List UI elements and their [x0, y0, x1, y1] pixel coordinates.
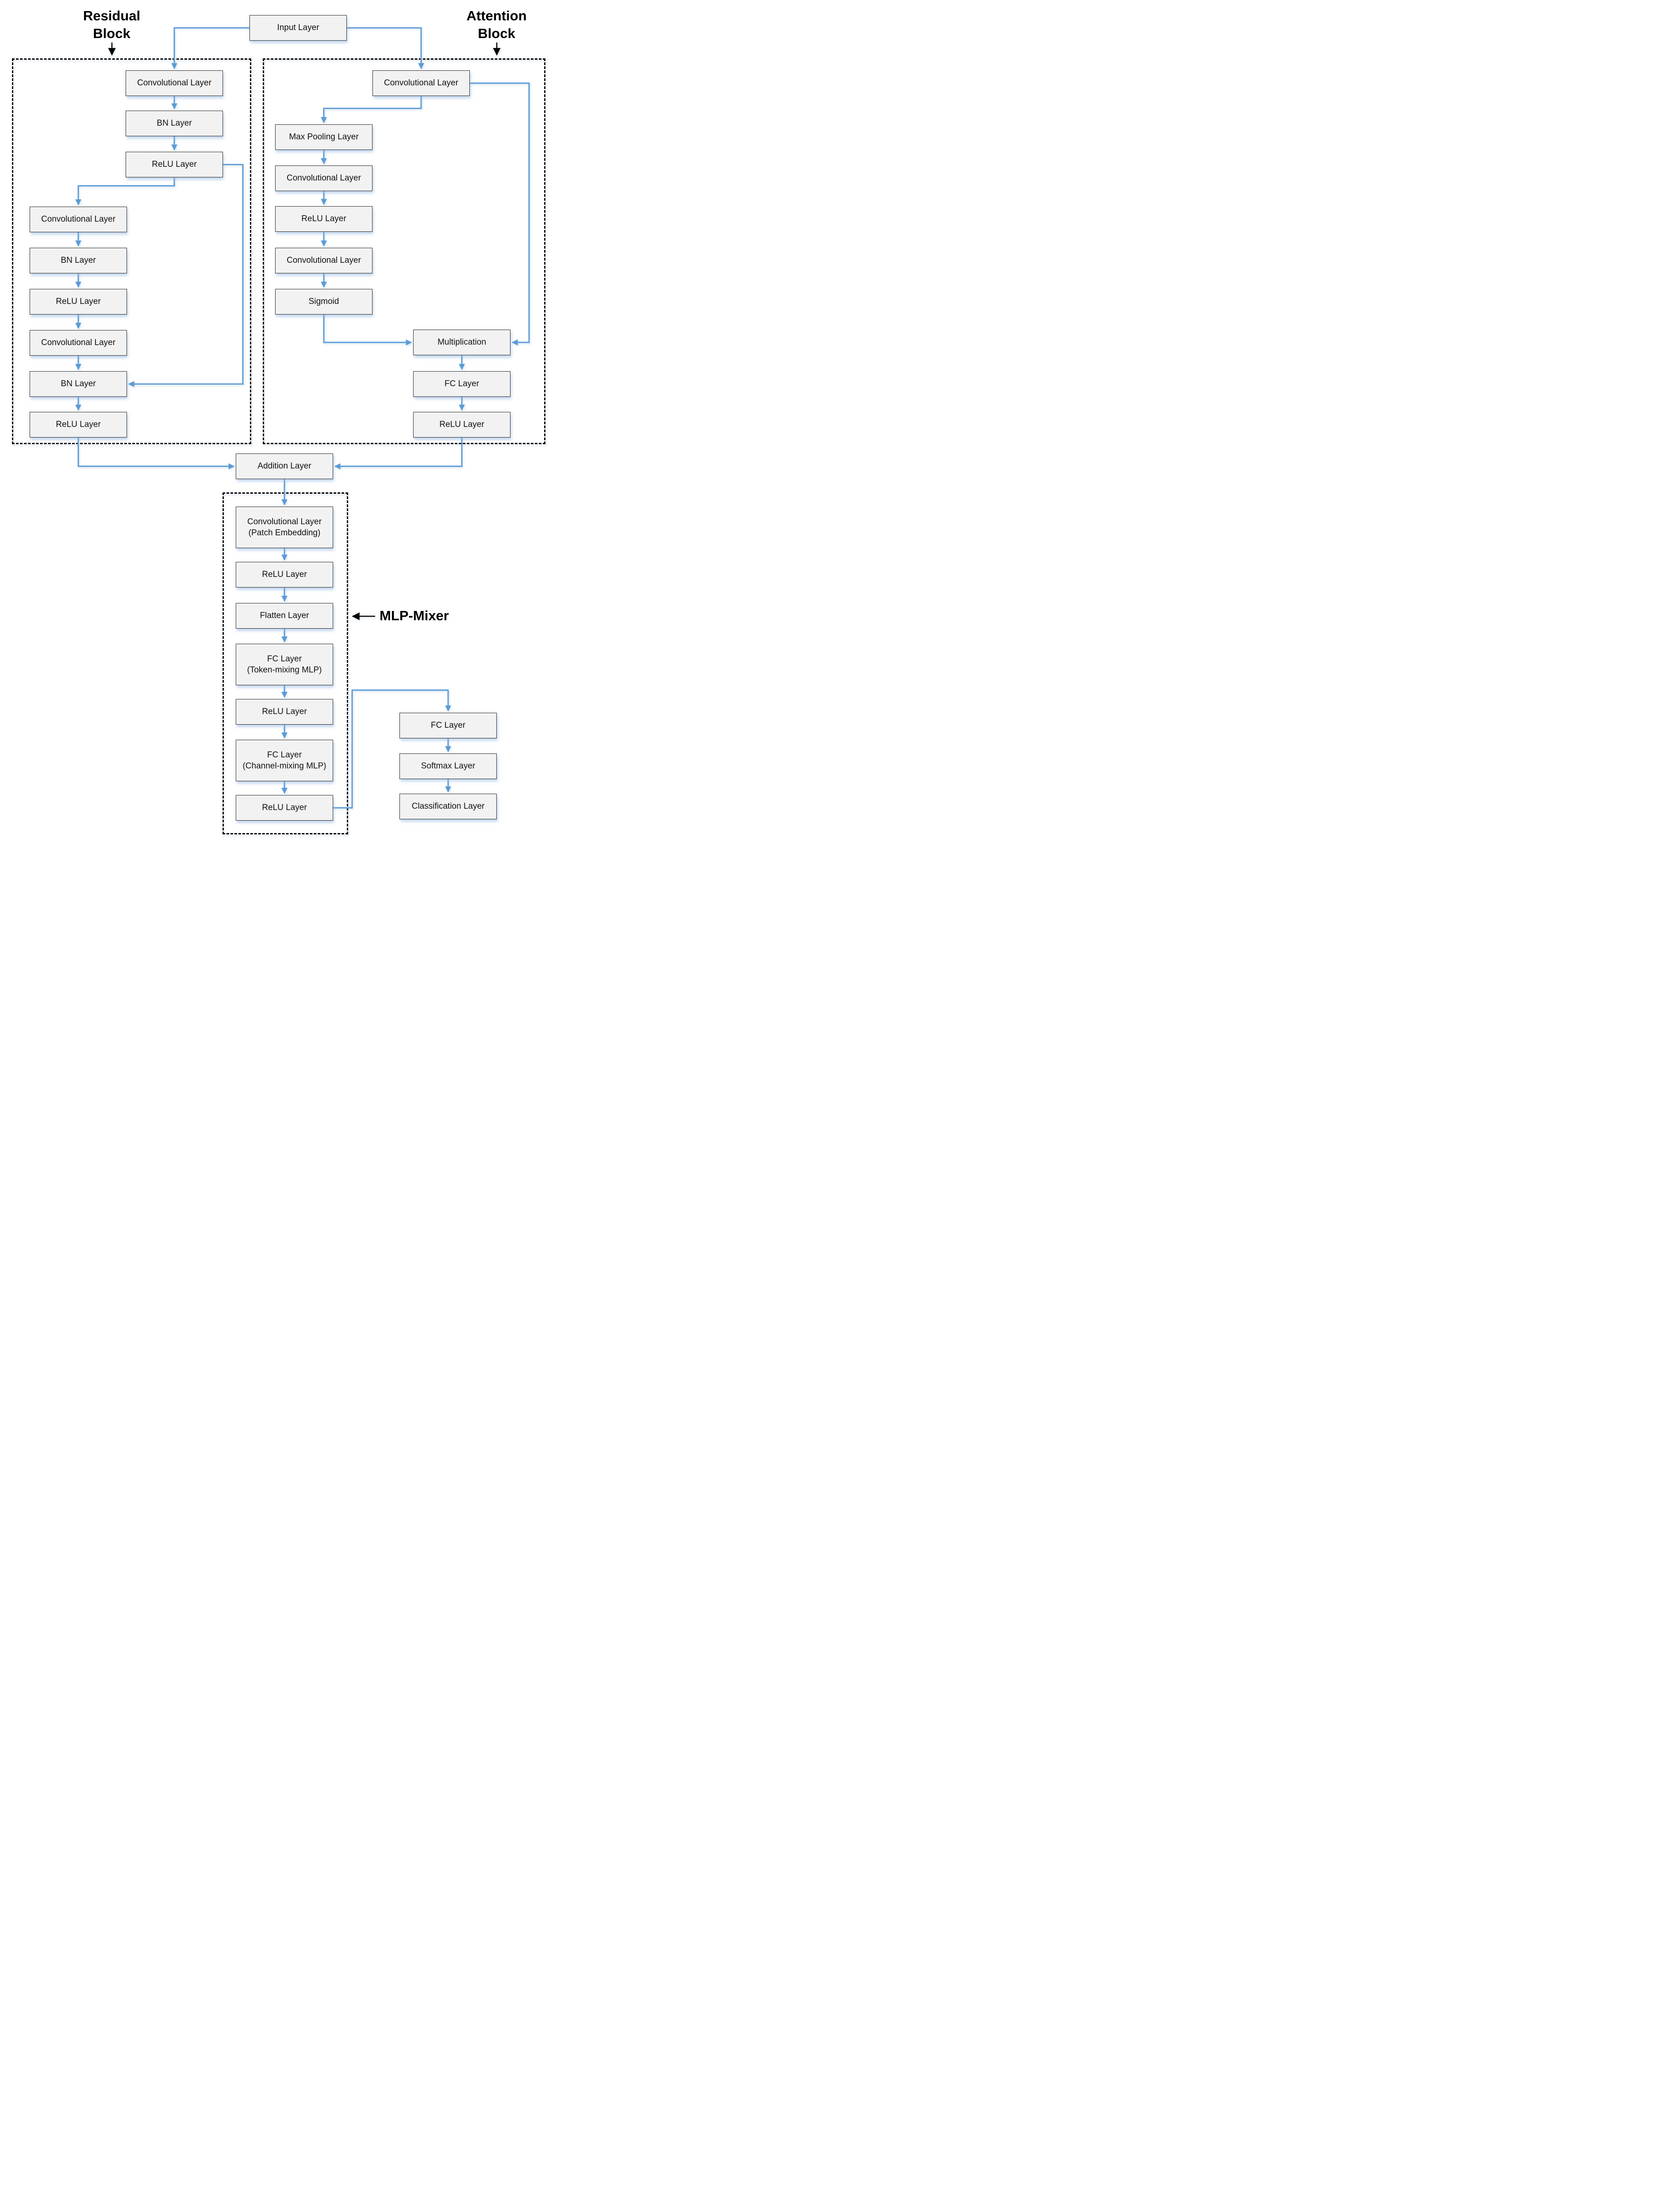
attention-block-container [263, 58, 545, 444]
edge-mlp-relu3-out-fc [333, 689, 451, 809]
edge-att-conv1-mult [470, 82, 530, 346]
edge-att-conv1-pool [321, 96, 422, 123]
attention-multiplication-box: Multiplication [413, 330, 510, 355]
attention-relu2-box: ReLU Layer [413, 412, 510, 438]
mlp-fc-token-mixing-box: FC Layer (Token-mixing MLP) [236, 644, 333, 685]
output-classification-box: Classification Layer [399, 794, 497, 819]
edge-res-relu3-addition [77, 438, 235, 469]
mlp-mixer-label: MLP-Mixer [380, 608, 449, 623]
output-fc-box: FC Layer [399, 713, 497, 738]
addition-layer-box: Addition Layer [236, 453, 333, 479]
edge-res-relu1-conv2 [75, 177, 175, 206]
mlp-patch-embedding-box: Convolutional Layer (Patch Embedding) [236, 507, 333, 548]
edge-att-relu2-addition [334, 438, 463, 469]
attention-maxpool-box: Max Pooling Layer [275, 124, 372, 150]
input-layer-box: Input Layer [249, 15, 347, 41]
residual-conv3-box: Convolutional Layer [30, 330, 127, 356]
residual-bn1-box: BN Layer [126, 111, 223, 136]
edge-res-skip-relu1-bn3 [128, 164, 244, 387]
residual-bn2-box: BN Layer [30, 248, 127, 273]
attention-sigmoid-box: Sigmoid [275, 289, 372, 315]
connector-layer [75, 27, 530, 809]
residual-conv2-box: Convolutional Layer [30, 207, 127, 232]
attention-conv1-box: Convolutional Layer [372, 70, 470, 96]
mlp-relu2-box: ReLU Layer [236, 699, 333, 725]
residual-conv1-box: Convolutional Layer [126, 70, 223, 96]
attention-block-label: Attention Block [466, 8, 527, 42]
mlp-mixer-container [223, 492, 348, 834]
residual-relu2-box: ReLU Layer [30, 289, 127, 315]
output-softmax-box: Softmax Layer [399, 753, 497, 779]
attention-conv3-box: Convolutional Layer [275, 248, 372, 273]
edge-input-to-res-conv1 [171, 27, 249, 69]
residual-block-container [12, 58, 251, 444]
attention-relu1-box: ReLU Layer [275, 206, 372, 232]
mlp-relu1-box: ReLU Layer [236, 562, 333, 588]
residual-bn3-box: BN Layer [30, 371, 127, 397]
attention-conv2-box: Convolutional Layer [275, 165, 372, 191]
attention-fc-box: FC Layer [413, 371, 510, 397]
mlp-flatten-box: Flatten Layer [236, 603, 333, 629]
residual-relu3-box: ReLU Layer [30, 412, 127, 438]
edge-att-sigmoid-mult [323, 315, 412, 346]
residual-block-label: Residual Block [83, 8, 141, 42]
mlp-relu3-box: ReLU Layer [236, 795, 333, 821]
edge-input-to-att-conv1 [347, 27, 424, 69]
architecture-diagram: Residual Block Attention Block MLP-Mixer… [0, 0, 553, 845]
residual-relu1-box: ReLU Layer [126, 152, 223, 177]
mlp-fc-channel-mixing-box: FC Layer (Channel-mixing MLP) [236, 740, 333, 781]
